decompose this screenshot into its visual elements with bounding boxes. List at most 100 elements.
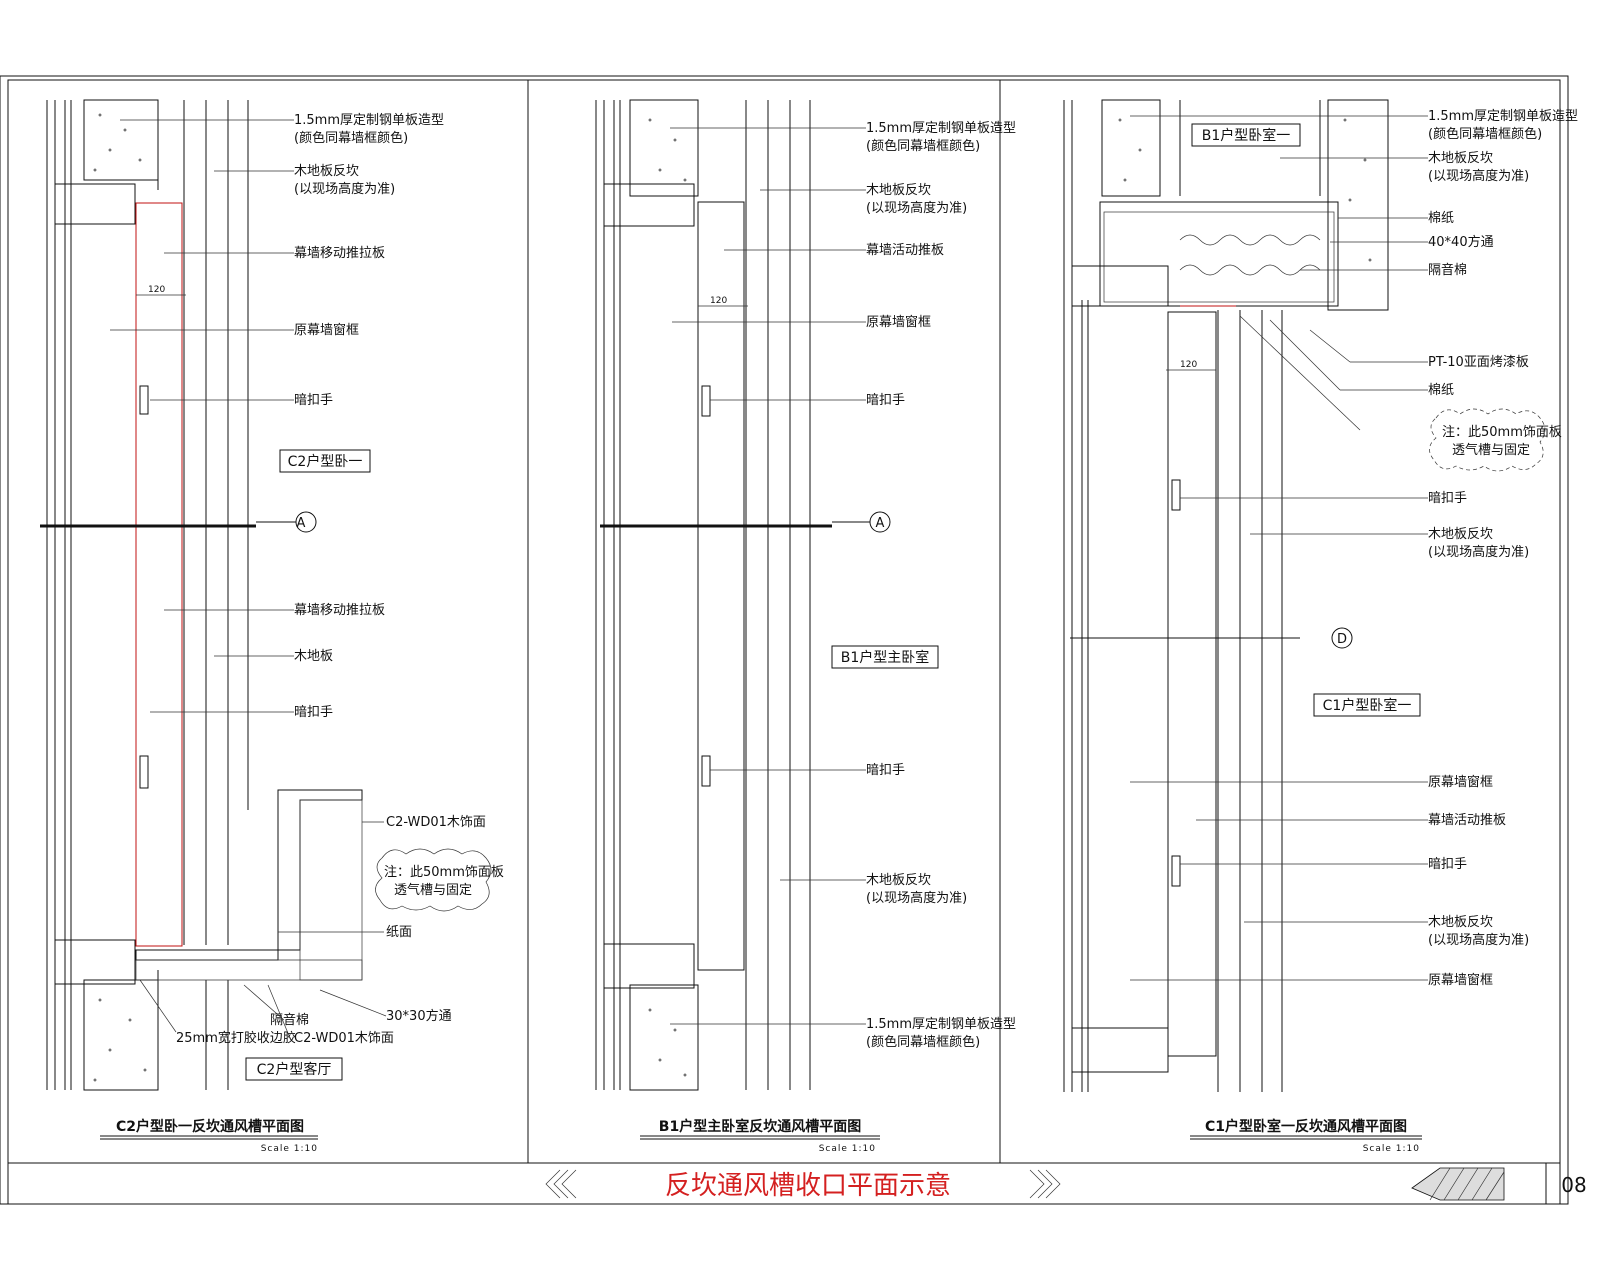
- p3-label-6: 40*40方通: [1428, 234, 1494, 250]
- p2-label-8: 暗扣手: [866, 763, 905, 778]
- p3-label-15: 原幕墙窗框: [1428, 774, 1493, 790]
- page-badge-pattern: [1411, 1167, 1505, 1201]
- concrete-top-2: [629, 99, 699, 197]
- p2-label-9: 木地板反坎: [866, 873, 931, 888]
- p2-room-tag-box: [831, 645, 939, 669]
- p3-label-17: 暗扣手: [1428, 857, 1467, 872]
- p3-label-20: 原幕墙窗框: [1428, 972, 1493, 988]
- p3-room-1: B1户型卧室一: [1202, 127, 1291, 144]
- p3-section-mark: D: [1337, 632, 1347, 647]
- wood-panel-1: [299, 799, 363, 981]
- section-marker-d-3: [1331, 627, 1353, 649]
- p1-label-13: 透气槽与固定: [394, 882, 472, 898]
- insulation-box-3: [1099, 201, 1339, 307]
- p3-label-13: 木地板反坎: [1428, 527, 1493, 542]
- p3-label-19: (以现场高度为准): [1428, 932, 1529, 948]
- concrete-bottom-2: [629, 984, 699, 1091]
- p3-label-1: 1.5mm厚定制钢单板造型: [1428, 109, 1578, 124]
- p3-room-tag-box: [1191, 123, 1301, 147]
- p1-section-mark: A: [297, 516, 306, 531]
- sliding-panel-outline-1: [135, 202, 183, 947]
- sill-detail-1: [135, 789, 363, 961]
- p3-label-5: 棉纸: [1428, 211, 1454, 226]
- panel-2: [595, 99, 891, 1091]
- p2-label-1: 1.5mm厚定制钢单板造型: [866, 121, 1016, 136]
- p3-label-7: 隔音棉: [1428, 262, 1467, 278]
- window-frame-top-2: [603, 183, 695, 227]
- p1-label-18: 25mm宽打胶收边胶: [176, 1030, 296, 1046]
- concrete-top-1: [83, 99, 159, 181]
- window-frame-bottom-2: [603, 943, 695, 989]
- p2-title: B1户型主卧室反坎通风槽平面图: [659, 1118, 861, 1135]
- window-frame-bottom-1: [54, 939, 136, 985]
- window-frame-top-3: [1071, 265, 1169, 307]
- p3-label-10: 注：此50mm饰面板: [1442, 425, 1562, 440]
- p3-label-8: PT-10亚面烤漆板: [1428, 354, 1529, 370]
- p1-label-8: 幕墙移动推拉板: [294, 603, 385, 618]
- p2-room-1: B1户型主卧室: [841, 649, 930, 666]
- page-number: 08: [1561, 1173, 1586, 1197]
- handle-icon: [1171, 479, 1181, 511]
- p1-label-11: C2-WD01木饰面: [386, 815, 486, 830]
- p3-label-2: (颜色同幕墙框颜色): [1428, 126, 1542, 142]
- handle-icon: [701, 385, 711, 417]
- p2-label-7: 暗扣手: [866, 393, 905, 408]
- p1-dimension: 120: [148, 285, 165, 295]
- p3-room-2: C1户型卧室一: [1323, 697, 1412, 714]
- inner-border: [7, 79, 1561, 1205]
- title-chevrons-left: [545, 1169, 577, 1199]
- p1-label-1: 1.5mm厚定制钢单板造型: [294, 113, 444, 128]
- p1-scale: Scale 1:10: [261, 1144, 318, 1154]
- p3-label-14: (以现场高度为准): [1428, 544, 1529, 560]
- p1-label-14: 纸面: [386, 925, 412, 940]
- p3-label-12: 暗扣手: [1428, 491, 1467, 506]
- p2-scale: Scale 1:10: [819, 1144, 876, 1154]
- p2-label-11: 1.5mm厚定制钢单板造型: [866, 1017, 1016, 1032]
- p2-label-5: 幕墙活动推板: [866, 243, 944, 258]
- handle-icon: [1171, 855, 1181, 887]
- p1-room-tag-box: [279, 449, 371, 473]
- p1-room-2: C2户型客厅: [257, 1061, 332, 1078]
- p1-label-7: 暗扣手: [294, 393, 333, 408]
- note-cloud-3: [1429, 408, 1546, 472]
- panel-1: [40, 99, 492, 1091]
- p1-title: C2户型卧一反坎通风槽平面图: [116, 1118, 304, 1135]
- p3-label-9: 棉纸: [1428, 383, 1454, 398]
- concrete-right-3: [1327, 99, 1389, 311]
- p1-room-1: C2户型卧一: [288, 453, 363, 470]
- section-marker-a-1: [295, 511, 317, 533]
- p2-label-4: (以现场高度为准): [866, 200, 967, 216]
- p1-label-2: (颜色同幕墙框颜色): [294, 130, 408, 146]
- title-chevrons-right: [1029, 1169, 1061, 1199]
- section-marker-a-2: [869, 511, 891, 533]
- sliding-panel-outline-2: [697, 201, 745, 971]
- panel-3: [1063, 99, 1546, 1092]
- handle-icon: [139, 755, 149, 789]
- main-title: 反坎通风槽收口平面示意: [665, 1171, 951, 1201]
- p2-label-12: (颜色同幕墙框颜色): [866, 1034, 980, 1050]
- concrete-top-3: [1101, 99, 1161, 197]
- p2-section-mark: A: [876, 516, 885, 531]
- p1-label-3: 木地板反坎: [294, 164, 359, 179]
- p1-label-12: 注：此50mm饰面板: [384, 865, 504, 880]
- p3-scale: Scale 1:10: [1363, 1144, 1420, 1154]
- p1-label-5: 幕墙移动推拉板: [294, 246, 385, 261]
- p2-label-10: (以现场高度为准): [866, 890, 967, 906]
- insulation-pattern: [1179, 234, 1321, 276]
- window-frame-top-1: [54, 183, 136, 225]
- p1-label-4: (以现场高度为准): [294, 181, 395, 197]
- handle-icon: [139, 385, 149, 415]
- p1-label-6: 原幕墙窗框: [294, 322, 359, 338]
- p1-room-tag-box: [245, 1057, 343, 1081]
- p2-label-2: (颜色同幕墙框颜色): [866, 138, 980, 154]
- p3-label-11: 透气槽与固定: [1452, 442, 1530, 458]
- p3-label-3: 木地板反坎: [1428, 151, 1493, 166]
- p1-label-15: 30*30方通: [386, 1008, 452, 1024]
- p1-label-10: 暗扣手: [294, 705, 333, 720]
- p3-title: C1户型卧室一反坎通风槽平面图: [1205, 1118, 1407, 1135]
- p1-label-16: 隔音棉: [270, 1012, 309, 1028]
- p3-dimension: 120: [1180, 360, 1197, 370]
- p2-label-6: 原幕墙窗框: [866, 314, 931, 330]
- p2-label-3: 木地板反坎: [866, 183, 931, 198]
